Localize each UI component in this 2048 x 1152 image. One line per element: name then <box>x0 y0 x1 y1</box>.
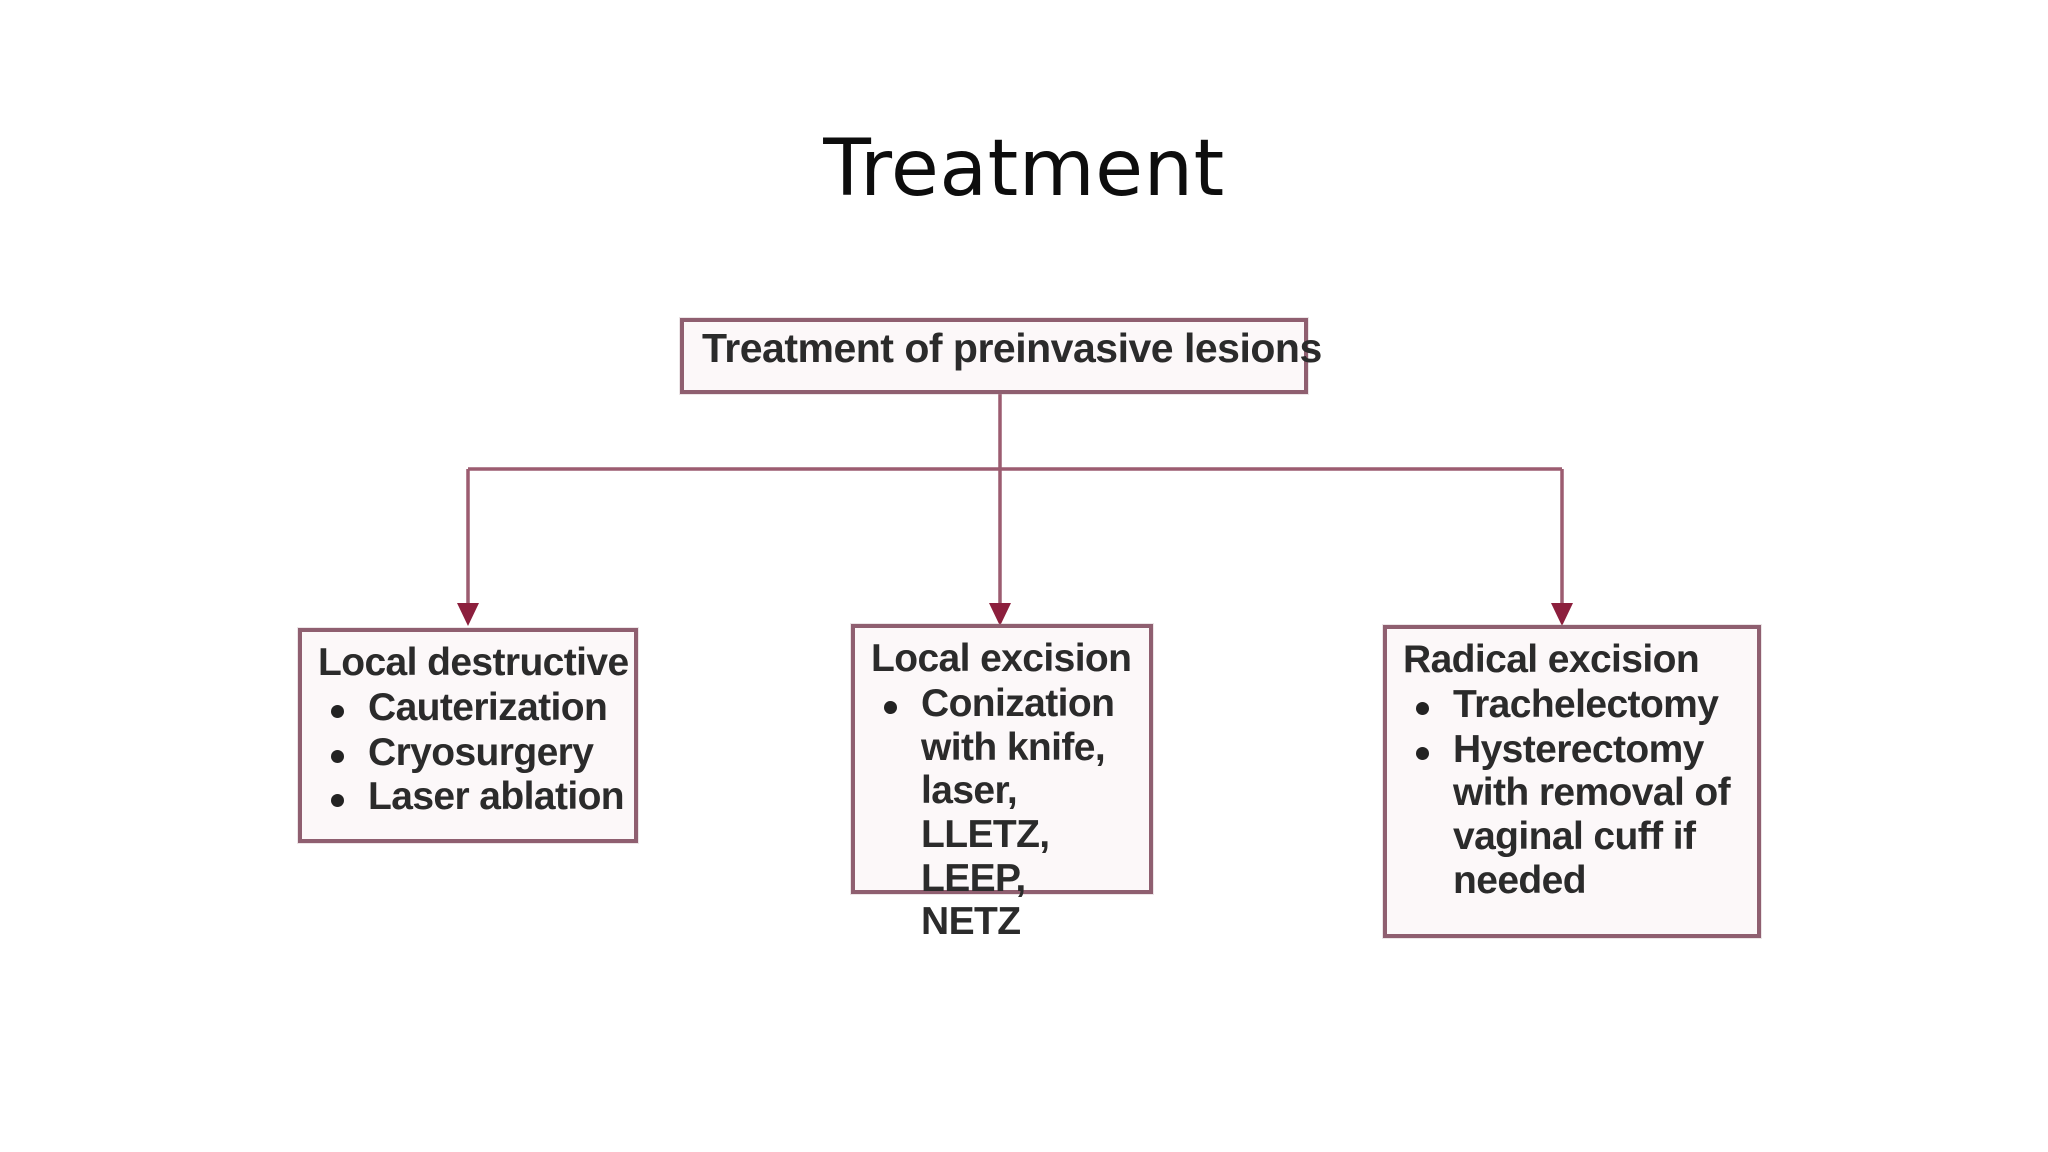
list-item: Trachelectomy <box>1403 683 1743 727</box>
node-local-destructive[interactable]: Local destructive Cauterization Cryosurg… <box>298 628 638 843</box>
arrow-head-middle-icon <box>989 603 1011 626</box>
node-root[interactable]: Treatment of preinvasive lesions <box>680 318 1322 394</box>
node-local-excision[interactable]: Local excision Conization with knife, la… <box>851 624 1153 943</box>
list-item: Conization with knife, laser, LLETZ, LEE… <box>871 682 1135 944</box>
arrow-head-right-icon <box>1551 603 1573 626</box>
list-item: Cauterization <box>318 686 620 730</box>
arrow-head-left-icon <box>457 603 479 626</box>
page-title: Treatment <box>823 124 1225 214</box>
list-item: Laser ablation <box>318 775 625 819</box>
node-local-destructive-heading: Local destructive <box>318 641 629 684</box>
node-local-excision-list: Conization with knife, laser, LLETZ, LEE… <box>871 682 1135 944</box>
node-local-excision-heading: Local excision <box>871 637 1132 680</box>
list-item: Cryosurgery <box>318 731 620 775</box>
node-root-label: Treatment of preinvasive lesions <box>702 325 1322 371</box>
node-local-destructive-list: Cauterization Cryosurgery Laser ablation <box>318 686 625 819</box>
node-radical-excision[interactable]: Radical excision Trachelectomy Hysterect… <box>1383 625 1761 938</box>
node-radical-excision-heading: Radical excision <box>1403 638 1700 681</box>
list-item: Hysterectomy with removal of vaginal cuf… <box>1403 728 1743 903</box>
node-radical-excision-list: Trachelectomy Hysterectomy with removal … <box>1403 683 1743 902</box>
